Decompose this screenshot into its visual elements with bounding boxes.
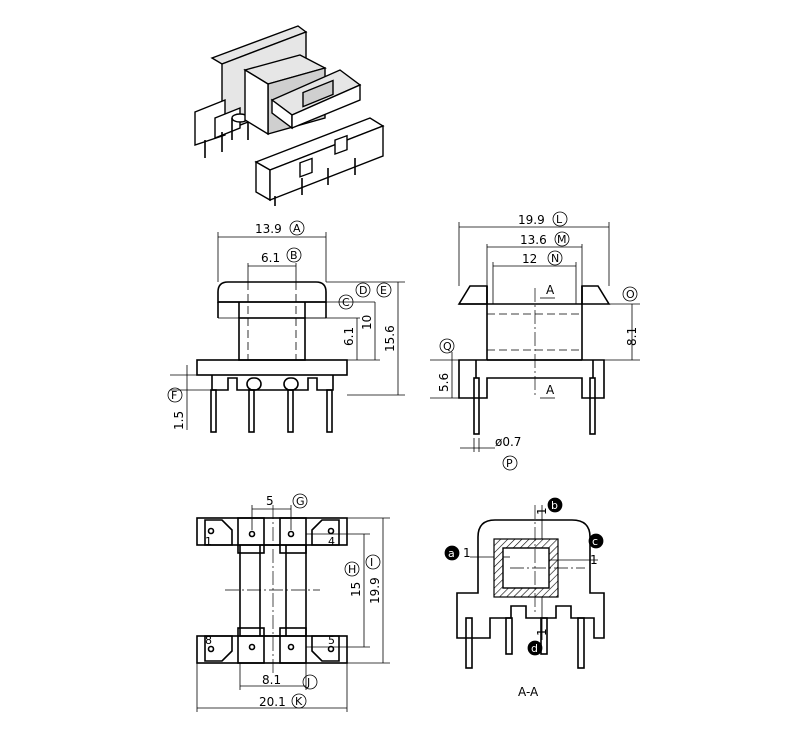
tag-n: N: [551, 252, 559, 265]
tag-sec-b: b: [551, 499, 558, 512]
dim-window: 6.1: [342, 327, 356, 346]
tag-d: D: [359, 284, 367, 297]
front-view: [170, 232, 405, 433]
dim-j: 8.1: [262, 673, 281, 687]
dim-k: 20.1: [259, 695, 286, 709]
pin-label-5: 5: [328, 634, 335, 647]
dim-overall: 19.9: [518, 213, 545, 227]
dim-o: 8.1: [625, 327, 639, 346]
dim-width: 13.9: [255, 222, 282, 236]
tag-o: O: [626, 288, 635, 301]
dim-q: 5.6: [437, 373, 451, 392]
section-mark-top: A: [546, 283, 555, 297]
tag-i: I: [370, 556, 373, 569]
tag-a: A: [293, 222, 301, 235]
section-mark-bottom: A: [546, 383, 555, 397]
wall-d: 1: [535, 628, 549, 636]
bottom-view: [196, 505, 390, 712]
tag-sec-c: c: [592, 535, 598, 548]
section-view: [456, 505, 605, 669]
tag-m: M: [557, 233, 567, 246]
section-caption: A-A: [518, 685, 539, 699]
pin-label-1: 1: [205, 535, 212, 548]
dim-pitch: 5: [266, 494, 274, 508]
tag-f: F: [171, 389, 177, 402]
tag-h: H: [348, 563, 356, 576]
tag-k: K: [295, 695, 303, 708]
wall-a: 1: [463, 546, 471, 560]
tag-j: J: [306, 676, 310, 689]
dim-height: 15.6: [383, 325, 397, 352]
side-view: [430, 222, 640, 452]
wall-c: 1: [590, 553, 598, 567]
tag-l: L: [556, 213, 563, 226]
dim-h: 15: [349, 582, 363, 597]
wall-b: 1: [535, 507, 549, 515]
dim-flange: 13.6: [520, 233, 547, 247]
tag-q: Q: [443, 340, 452, 353]
dim-d: 10: [360, 315, 374, 330]
pin-label-8: 8: [205, 634, 212, 647]
dim-i: 19.9: [368, 577, 382, 604]
isometric-view: [194, 25, 385, 206]
dim-core: 6.1: [261, 251, 280, 265]
tag-sec-a: a: [448, 547, 455, 560]
tag-b: B: [290, 249, 298, 262]
dimension-labels: 13.9 A 6.1 B C D E 6.1 10 15.6 F 1.5 19.…: [167, 211, 639, 709]
tag-p: P: [506, 457, 513, 470]
tag-e: E: [380, 284, 387, 297]
tag-c: C: [342, 296, 350, 309]
dim-inner: 12: [522, 252, 537, 266]
dim-base: 1.5: [172, 411, 186, 430]
pin-label-4: 4: [328, 535, 335, 548]
dim-pin: ø0.7: [495, 435, 521, 449]
tag-sec-d: d: [531, 642, 538, 655]
tag-g: G: [296, 495, 305, 508]
